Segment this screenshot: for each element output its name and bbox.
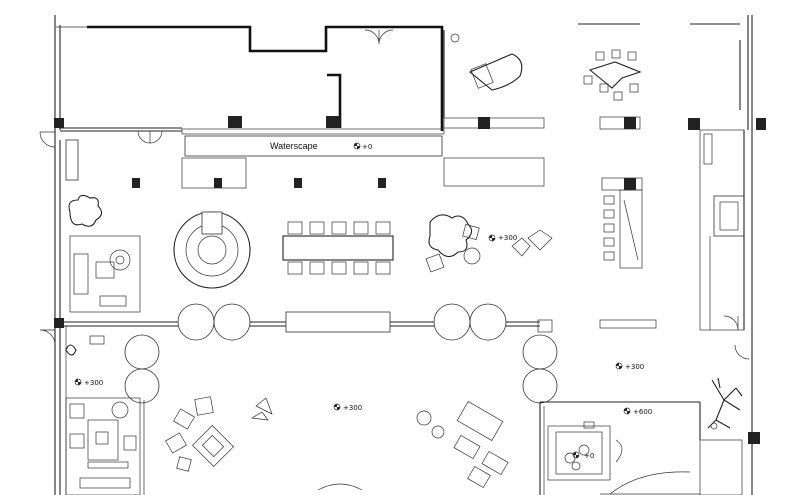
level-tea-room: +600	[633, 408, 652, 416]
right-corridor-level: +300	[615, 362, 644, 371]
level-lounge: +300	[498, 234, 517, 242]
level-tea-table: +0	[584, 452, 594, 460]
level-waterscape: +0	[362, 143, 372, 151]
waterscape-pool: Waterscape +0	[132, 135, 545, 189]
tree-icon	[707, 377, 743, 430]
long-dining-table	[282, 221, 394, 275]
level-marker-icon	[572, 451, 580, 459]
lower-left-seating: +300	[65, 378, 145, 495]
grand-piano-icon	[450, 33, 523, 91]
central-divider	[60, 303, 558, 495]
level-central-lounge: +300	[343, 404, 362, 412]
level-marker-icon	[353, 142, 361, 150]
left-walls	[39, 118, 79, 495]
level-marker-icon	[488, 234, 496, 242]
level-left-seating: +300	[84, 379, 103, 387]
lounge-group: +300	[425, 214, 553, 273]
level-marker-icon	[333, 403, 341, 411]
dining-table-group	[583, 49, 642, 101]
bar-counter	[599, 177, 657, 329]
circular-sofa	[173, 211, 251, 289]
left-lounge	[68, 194, 141, 313]
central-lounge: +300	[165, 396, 509, 491]
level-marker-icon	[74, 378, 82, 386]
level-marker-icon	[623, 407, 631, 415]
tea-room: +600 +0	[539, 401, 760, 495]
level-right-corridor: +300	[625, 363, 644, 371]
level-marker-icon	[615, 362, 623, 370]
partition-band	[60, 116, 766, 144]
waterscape-label: Waterscape	[270, 141, 318, 151]
exterior-walls	[54, 15, 753, 131]
